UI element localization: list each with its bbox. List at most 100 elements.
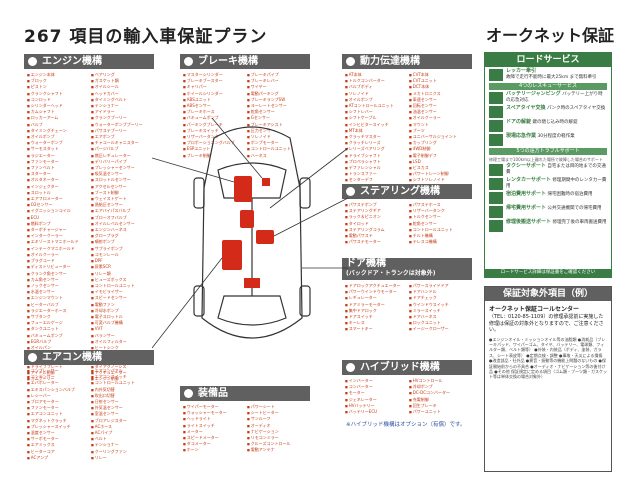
car-rear-wheel-left xyxy=(193,285,205,317)
list-item: ブロアレジスター xyxy=(91,418,151,424)
list-item: パワートレーン制御 xyxy=(409,171,469,177)
list-item: ビスカス xyxy=(409,165,469,171)
road-service-item: レンタカーサポート 修理期間中のレンタカー費用 xyxy=(489,177,607,190)
list-item: 舵角センサー xyxy=(247,109,307,115)
list-item: バキュームポンプ xyxy=(27,333,87,339)
car-windshield xyxy=(217,162,287,199)
list-item: クラッチレリーズ xyxy=(345,140,405,146)
car-connector-steering xyxy=(273,197,349,237)
service-icon xyxy=(489,92,503,104)
list-item: 温度センサー xyxy=(27,430,87,436)
list-item: MT本体 xyxy=(345,128,405,134)
car-rear-window xyxy=(217,295,287,326)
service-desc: 自宅または目的地までの交通費 xyxy=(506,164,606,175)
list-item: コントロールユニット xyxy=(247,146,307,152)
list-item: 外気温センサー xyxy=(91,405,151,411)
list-item: スロットルセンサー xyxy=(91,177,151,183)
list-item: デリバリーパイプ xyxy=(91,159,151,165)
list-item: ブーツ xyxy=(409,128,469,134)
list-item: ヒーターコア xyxy=(27,449,87,455)
car-diagram xyxy=(152,118,349,349)
list-item: インテークマニホールド xyxy=(27,246,87,252)
support-heading: 5つの遠方トラブルサポート xyxy=(489,148,607,155)
list-item: ACパイプ xyxy=(91,430,151,436)
list-item: エアミックス xyxy=(27,442,87,448)
list-item: センターデフ xyxy=(345,177,405,183)
list-item: ハーネス xyxy=(247,153,307,159)
list-item: トルクコンバーター xyxy=(345,78,405,84)
steering-section: ステアリング機構 パワステポンプステアリングギアラック＆ピニオンタイロッドステア… xyxy=(342,184,472,246)
list-item: パージバルブ xyxy=(91,146,151,152)
list-item: 圧力センサー xyxy=(247,128,307,134)
list-item: カップリング xyxy=(409,140,469,146)
list-item: シフトケーブル xyxy=(345,115,405,121)
car-steering-part xyxy=(256,230,274,244)
list-item: エンジンマウント xyxy=(27,295,87,301)
road-service-footer: ロードサービス詳細は保証書をご確認ください xyxy=(485,269,611,277)
list-item: コントロールユニット xyxy=(91,283,151,289)
list-item: 可変バルブ機構 xyxy=(91,320,151,326)
list-item: クランク角センサー xyxy=(27,271,87,277)
road-service-item: 帰宅費用サポート 公共交通機関での帰宅費用 xyxy=(489,205,607,218)
list-item: スピードセンサー xyxy=(91,295,151,301)
door-header: ドア機構 (バックドア・トランクは対象外) xyxy=(342,258,472,280)
list-item: ATコントロールユニット xyxy=(345,103,405,109)
list-item: サブタンク xyxy=(27,314,87,320)
list-item: ECU xyxy=(27,215,87,221)
list-item: ESPユニット xyxy=(183,146,243,152)
list-item: 水温センサー xyxy=(27,289,87,295)
list-item: ファンモーター xyxy=(27,405,87,411)
list-item: コンプレッサー xyxy=(27,368,87,374)
list-item: レリーズベアリング xyxy=(345,146,405,152)
list-item: ブレーキ制御 xyxy=(183,153,243,159)
list-item: タイミングチェーン xyxy=(27,128,87,134)
equipment-icon xyxy=(184,389,193,398)
service-name: 帰宅費用サポート xyxy=(506,205,547,211)
list-item: イモビライザー xyxy=(91,289,151,295)
service-name: 宿泊費用サポート xyxy=(506,191,547,197)
list-item: 電動パーキング xyxy=(247,91,307,97)
list-item: バルブボディ xyxy=(345,84,405,90)
hybrid-header: ハイブリッド機構 xyxy=(342,360,472,375)
list-item: ラジエーター xyxy=(27,153,87,159)
list-item: ジェネレーター xyxy=(345,397,405,403)
list-item: レギュレーター xyxy=(345,295,405,301)
list-item: ブースト制御 xyxy=(91,190,151,196)
list-item: ブレーキアシスト xyxy=(247,122,307,128)
list-item: シリンダーヘッド xyxy=(27,103,87,109)
list-item: タイミングベルト xyxy=(91,97,151,103)
road-service-item: タクシーサポート 自宅または目的地までの交通費 xyxy=(489,163,607,176)
road-service-item: スペアタイヤ交換 パンク時のスペアタイヤ交換 xyxy=(489,105,607,118)
list-item: パワーシート xyxy=(247,404,307,410)
list-item: ピストン xyxy=(27,84,87,90)
service-desc: 鍵の閉じ込み時の解錠 xyxy=(531,120,578,125)
car-transmission-part xyxy=(240,210,254,228)
list-item: リレー類 xyxy=(91,271,151,277)
list-item: クランクシャフト xyxy=(27,91,87,97)
list-item: クラッチマスター xyxy=(345,134,405,140)
list-item: 尿素SCR xyxy=(91,264,151,270)
list-item: ステアリングギア xyxy=(345,208,405,214)
list-item: ディストリビューター xyxy=(27,264,87,270)
list-item: パワステプーリー xyxy=(91,128,151,134)
hybrid-note: ※ハイブリッド機構はオプション（有償）です。 xyxy=(346,422,466,429)
list-item: チャコールキャニスター xyxy=(91,140,151,146)
drive-heading: 動力伝達機構 xyxy=(360,56,420,67)
list-item: DPF xyxy=(91,258,151,264)
coverage-panel: 保証対象外項目（例） オークネット保証コールセンター （TEL：0120-85-… xyxy=(484,286,612,472)
list-item: 燃料ポンプ xyxy=(27,221,87,227)
list-item: 噴射ポンプ xyxy=(91,239,151,245)
car-engine-part xyxy=(234,176,252,202)
list-item: ファンベルト xyxy=(27,165,87,171)
list-item: ドアハーネス xyxy=(409,314,469,320)
list-item: グロープラグ xyxy=(91,233,151,239)
list-item: エンジンハーネス xyxy=(91,227,151,233)
list-item: エンジン本体 xyxy=(27,72,87,78)
list-item: CVT本体 xyxy=(409,72,469,78)
list-item: 充電制御 xyxy=(409,397,469,403)
list-item: スターター xyxy=(27,171,87,177)
aircon-header: エアコン機構 xyxy=(24,350,154,365)
list-item: オイルクーラー xyxy=(27,252,87,258)
list-item: ウォッシャーモーター xyxy=(183,410,243,416)
list-item: LSD xyxy=(409,159,469,165)
